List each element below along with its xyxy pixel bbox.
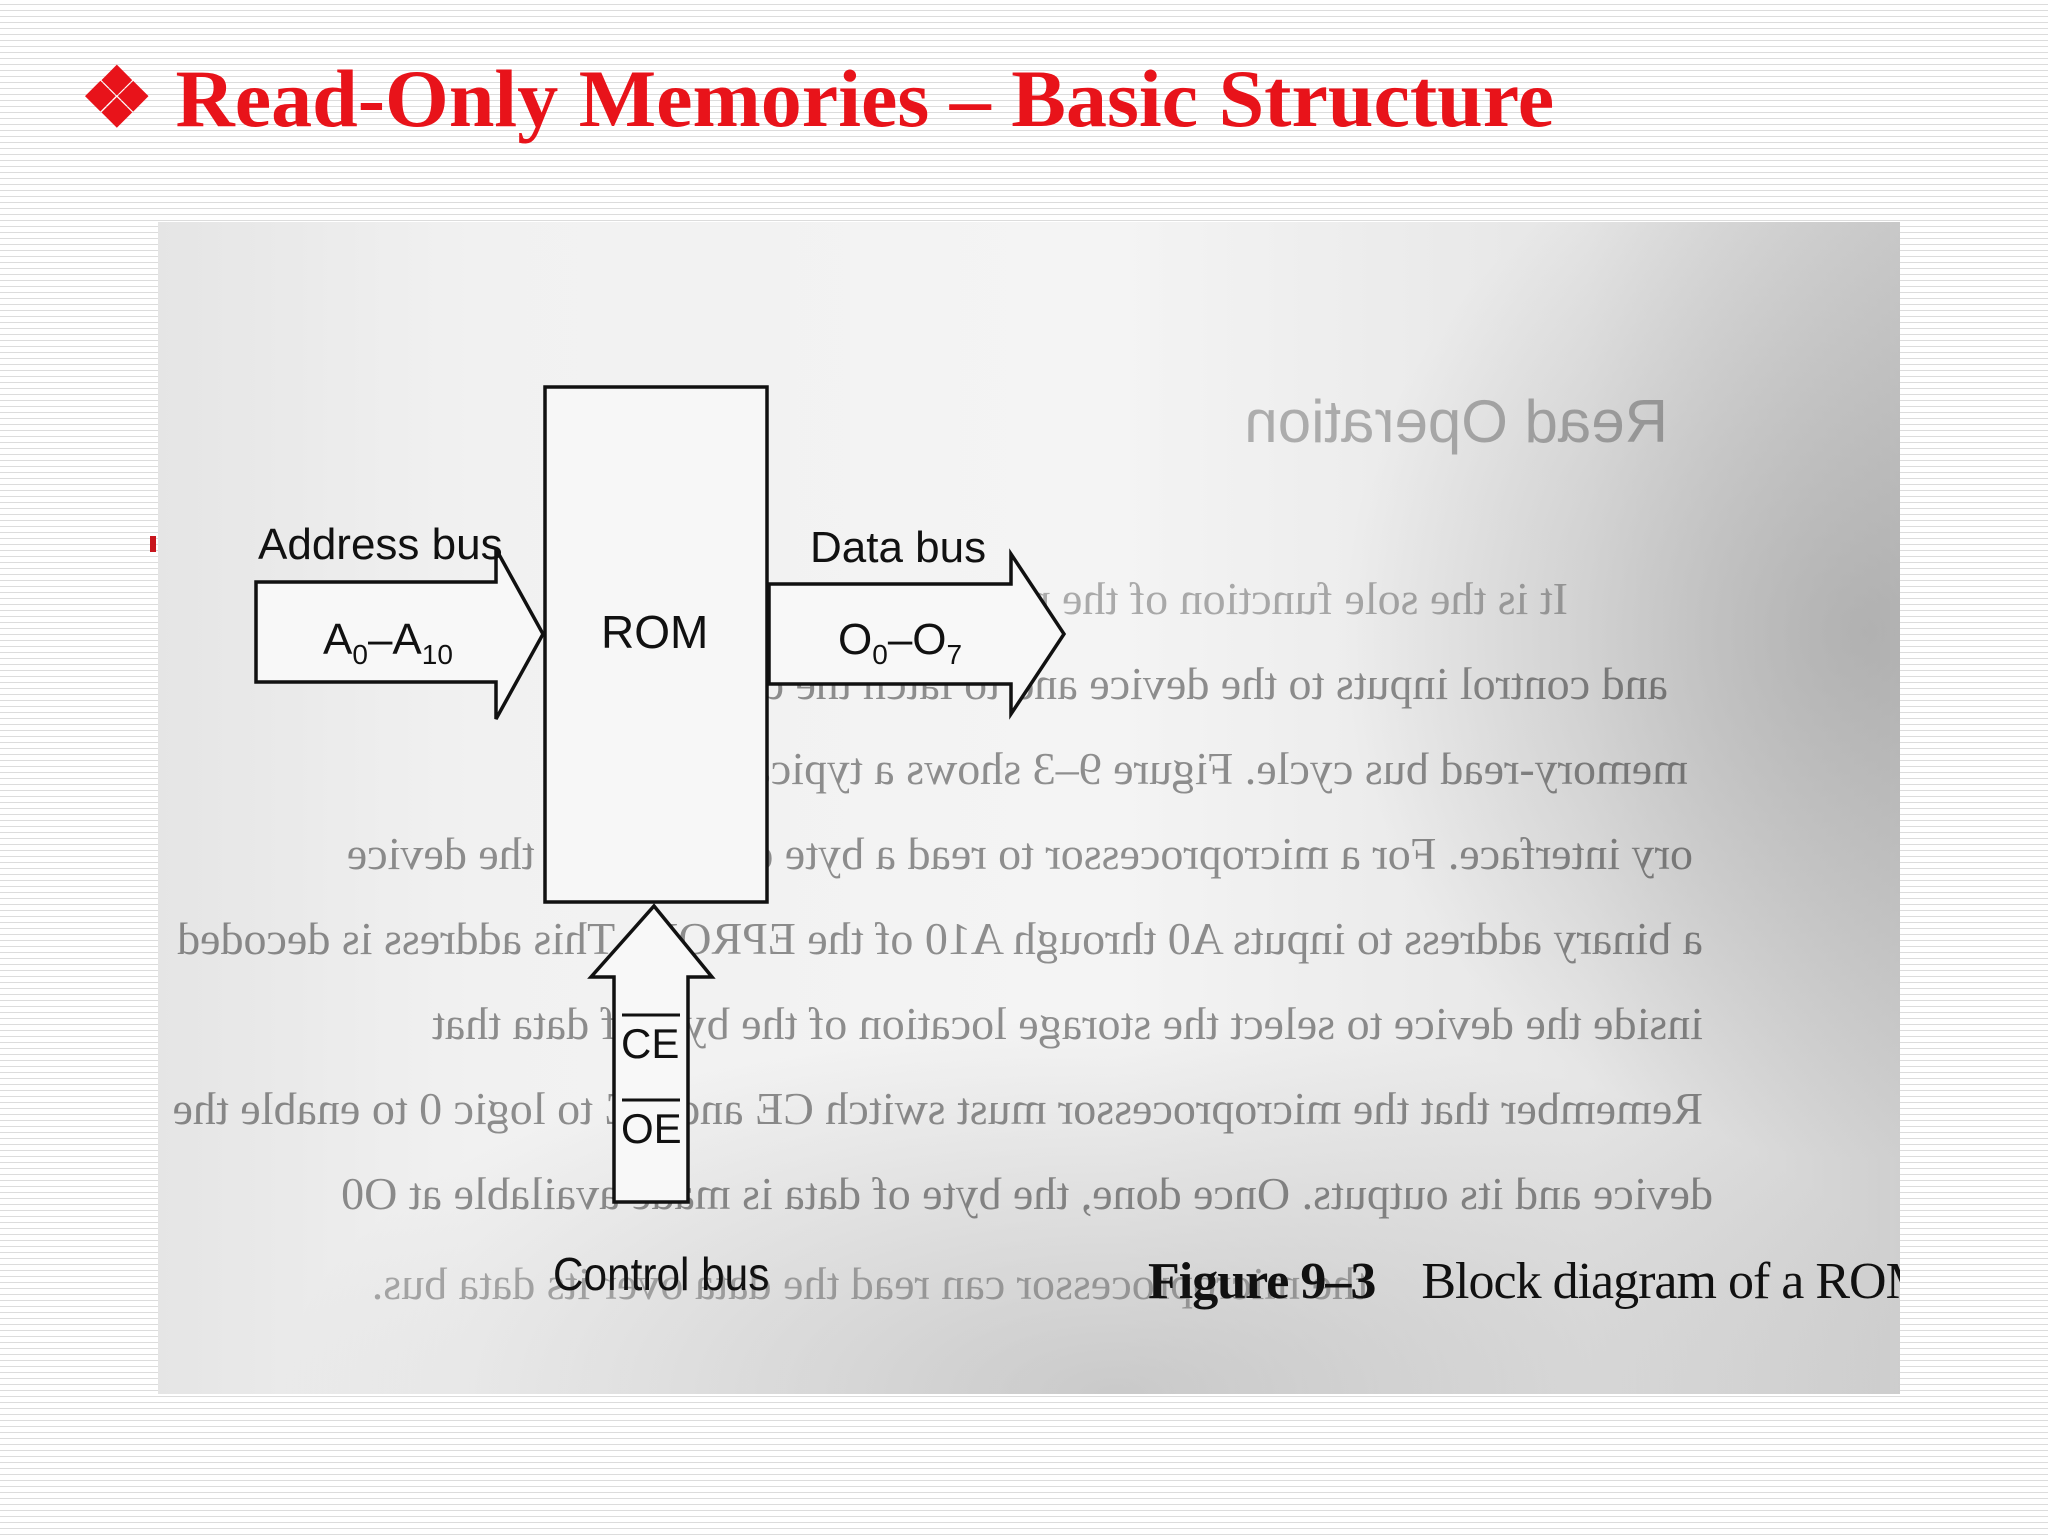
address-bus-arrow [254,548,545,720]
oe-signal-label: OE [621,1105,682,1152]
figure-number: Figure 9–3 [1148,1253,1376,1310]
control-bus-arrow [587,903,716,1204]
data-bus-arrow [767,548,1067,720]
data-bus-label: Data bus [810,523,986,572]
rom-block [543,385,769,904]
rom-label: ROM [601,606,708,658]
figure-title: Block diagram of a ROM [1421,1253,1900,1310]
data-range-label: O0–O7 [838,615,962,670]
textbook-photo: Read Operation It is the sole function o… [158,222,1900,1394]
control-bus-label: Control bus [553,1249,769,1300]
bullet-marker [150,536,156,552]
diamond-bullet-icon: ❖ [80,53,154,144]
rom-block-diagram: Address bus A0–A10 ROM Data bus O0–O7 CE… [254,385,1067,1300]
figure-caption: Figure 9–3 Block diagram of a ROM [1148,1252,1900,1311]
slide-title: ❖Read-Only Memories – Basic Structure [80,58,1554,140]
address-bus-label: Address bus [258,520,503,569]
ce-signal-label: CE [621,1020,679,1067]
address-range-label: A0–A10 [323,615,453,670]
slide-title-text: Read-Only Memories – Basic Structure [175,53,1555,144]
